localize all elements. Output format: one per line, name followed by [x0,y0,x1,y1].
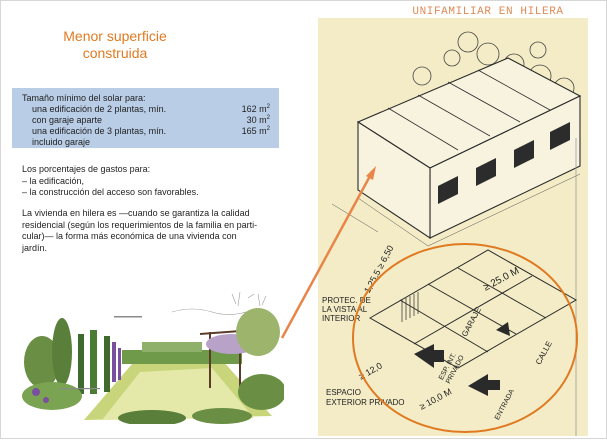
paragraph: La vivienda en hilera es —cuando se gara… [22,208,284,254]
spec-row-label: una edificación de 2 plantas, mín. [32,104,167,114]
label-protec: PROTEC. DE LA VISTA AL INTERIOR [322,296,371,323]
slide-title-line2: construida [82,45,148,61]
pointer-arrow [280,175,372,339]
paragraph-line: cular)— la forma más económica de una vi… [22,231,237,241]
spec-row-label: incluido garaje [32,137,91,147]
slide-title: Menor superficie construida [20,28,210,62]
costs-item: – la edificación, [22,175,85,186]
spec-box [12,88,279,148]
garden-sketch [22,291,286,426]
costs-intro: Los porcentajes de gastos para: [22,164,151,174]
paragraph-line: La vivienda en hilera es —cuando se gara… [22,208,250,218]
header-title: UNIFAMILIAR EN HILERA [412,6,564,18]
spec-heading: Tamaño mínimo del solar para: [22,93,146,103]
spec-row-value: 30 m2 [246,115,270,125]
axonometric-drawing [331,31,582,436]
spec-row-value: 165 m2 [241,126,270,136]
pointer-arrowhead [366,166,376,180]
slide-title-line1: Menor superficie [63,28,167,44]
spec-row-label: una edificación de 3 plantas, mín. [32,126,167,136]
costs-item: – la construcción del acceso son favorab… [22,187,199,197]
spec-row-label: con garaje aparte [32,115,103,125]
label-espacio: ESPACIO EXTERIOR PRIVADO [326,388,405,407]
highlight-circle [352,243,578,433]
drawing-panel: PROTEC. DE LA VISTA AL INTERIOR ≥ 25.0 M… [318,18,588,436]
costs-block: Los porcentajes de gastos para: – la edi… [22,164,199,199]
spec-row-value: 162 m2 [241,104,270,114]
paragraph-line: jardín. [22,242,48,253]
paragraph-line: residencial (según los requerimientos de… [22,219,258,230]
